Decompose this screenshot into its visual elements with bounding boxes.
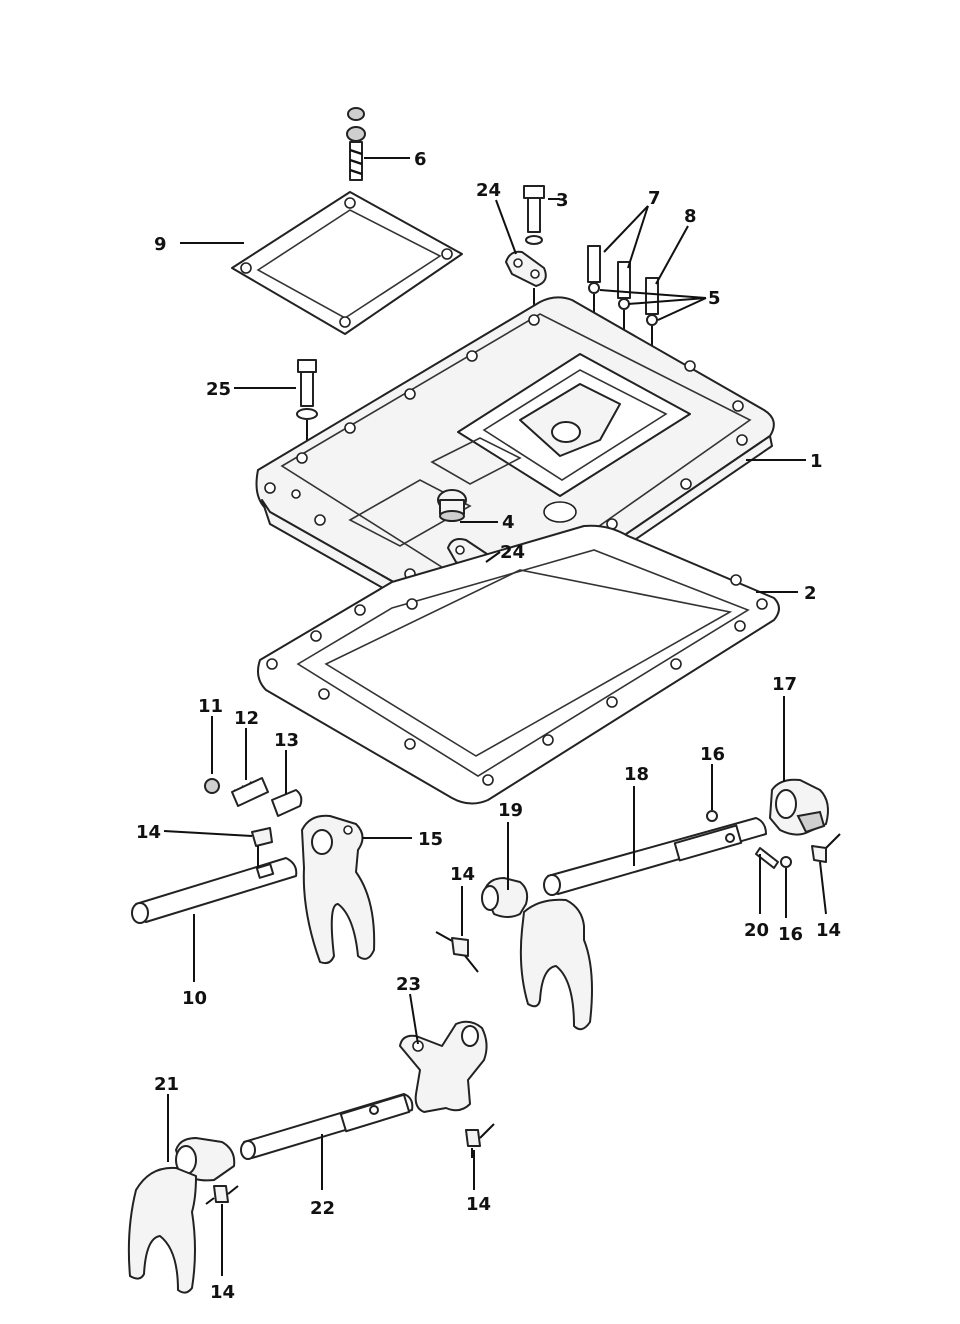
- detent-parts-11-12-13: [204, 777, 303, 817]
- pin-part-16-lower: [780, 856, 792, 868]
- callout-14-b: 14: [450, 864, 475, 885]
- shift-fork-part-19: [481, 877, 593, 1031]
- callout-21: 21: [154, 1074, 179, 1095]
- callout-1: 1: [810, 451, 823, 472]
- callout-12: 12: [234, 708, 259, 729]
- shift-fork-part-21: [127, 1137, 236, 1294]
- callout-25: 25: [206, 379, 231, 400]
- callout-16-a: 16: [700, 744, 725, 765]
- set-screw-part-14-c: [811, 833, 841, 863]
- leader-lines: [163, 157, 827, 1276]
- callout-14-c: 14: [816, 920, 841, 941]
- callout-19: 19: [498, 800, 523, 821]
- callout-11: 11: [198, 696, 223, 717]
- callout-13: 13: [274, 730, 299, 751]
- callout-24-a: 24: [476, 180, 501, 201]
- callout-17: 17: [772, 674, 797, 695]
- gasket-part-2: [257, 524, 780, 805]
- shift-rail-part-22: [240, 1093, 414, 1160]
- shift-rail-part-10: [131, 857, 298, 924]
- callout-14-e: 14: [210, 1282, 235, 1303]
- callout-5: 5: [708, 288, 721, 309]
- callout-9: 9: [154, 234, 167, 255]
- set-screw-part-14-e: [205, 1185, 239, 1205]
- callout-7: 7: [648, 188, 661, 209]
- callout-8: 8: [684, 206, 697, 227]
- callout-2: 2: [804, 583, 817, 604]
- roll-pin-part-20: [755, 847, 779, 869]
- callout-14-a: 14: [136, 822, 161, 843]
- callout-16-b: 16: [778, 924, 803, 945]
- callout-labels: 1 2 3 4 5 6 7 8 9 10 11 12 13 14 14 14 1…: [136, 149, 841, 1303]
- callout-23: 23: [396, 974, 421, 995]
- shift-lug-part-17: [769, 778, 829, 836]
- plug-part-4: [437, 489, 467, 522]
- bolt-part-3: [523, 185, 545, 245]
- callout-20: 20: [744, 920, 769, 941]
- cover-gasket-part-9: [231, 191, 463, 335]
- shift-fork-part-15: [301, 814, 376, 965]
- stud-nut-part-6: [346, 107, 366, 181]
- callout-18: 18: [624, 764, 649, 785]
- shift-lug-part-23: [399, 1020, 488, 1113]
- callout-24-b: 24: [500, 542, 525, 563]
- callout-22: 22: [310, 1198, 335, 1219]
- pin-part-16-upper: [706, 810, 718, 822]
- callout-10: 10: [182, 988, 207, 1009]
- callout-4: 4: [502, 512, 515, 533]
- callout-15: 15: [418, 829, 443, 850]
- callout-3: 3: [556, 190, 569, 211]
- set-screw-part-14-d: [465, 1123, 495, 1158]
- callout-14-d: 14: [466, 1194, 491, 1215]
- set-screw-part-14-a: [251, 827, 273, 868]
- callout-6: 6: [414, 149, 427, 170]
- shift-rail-part-18: [543, 817, 767, 896]
- set-screw-part-14-b: [435, 931, 479, 973]
